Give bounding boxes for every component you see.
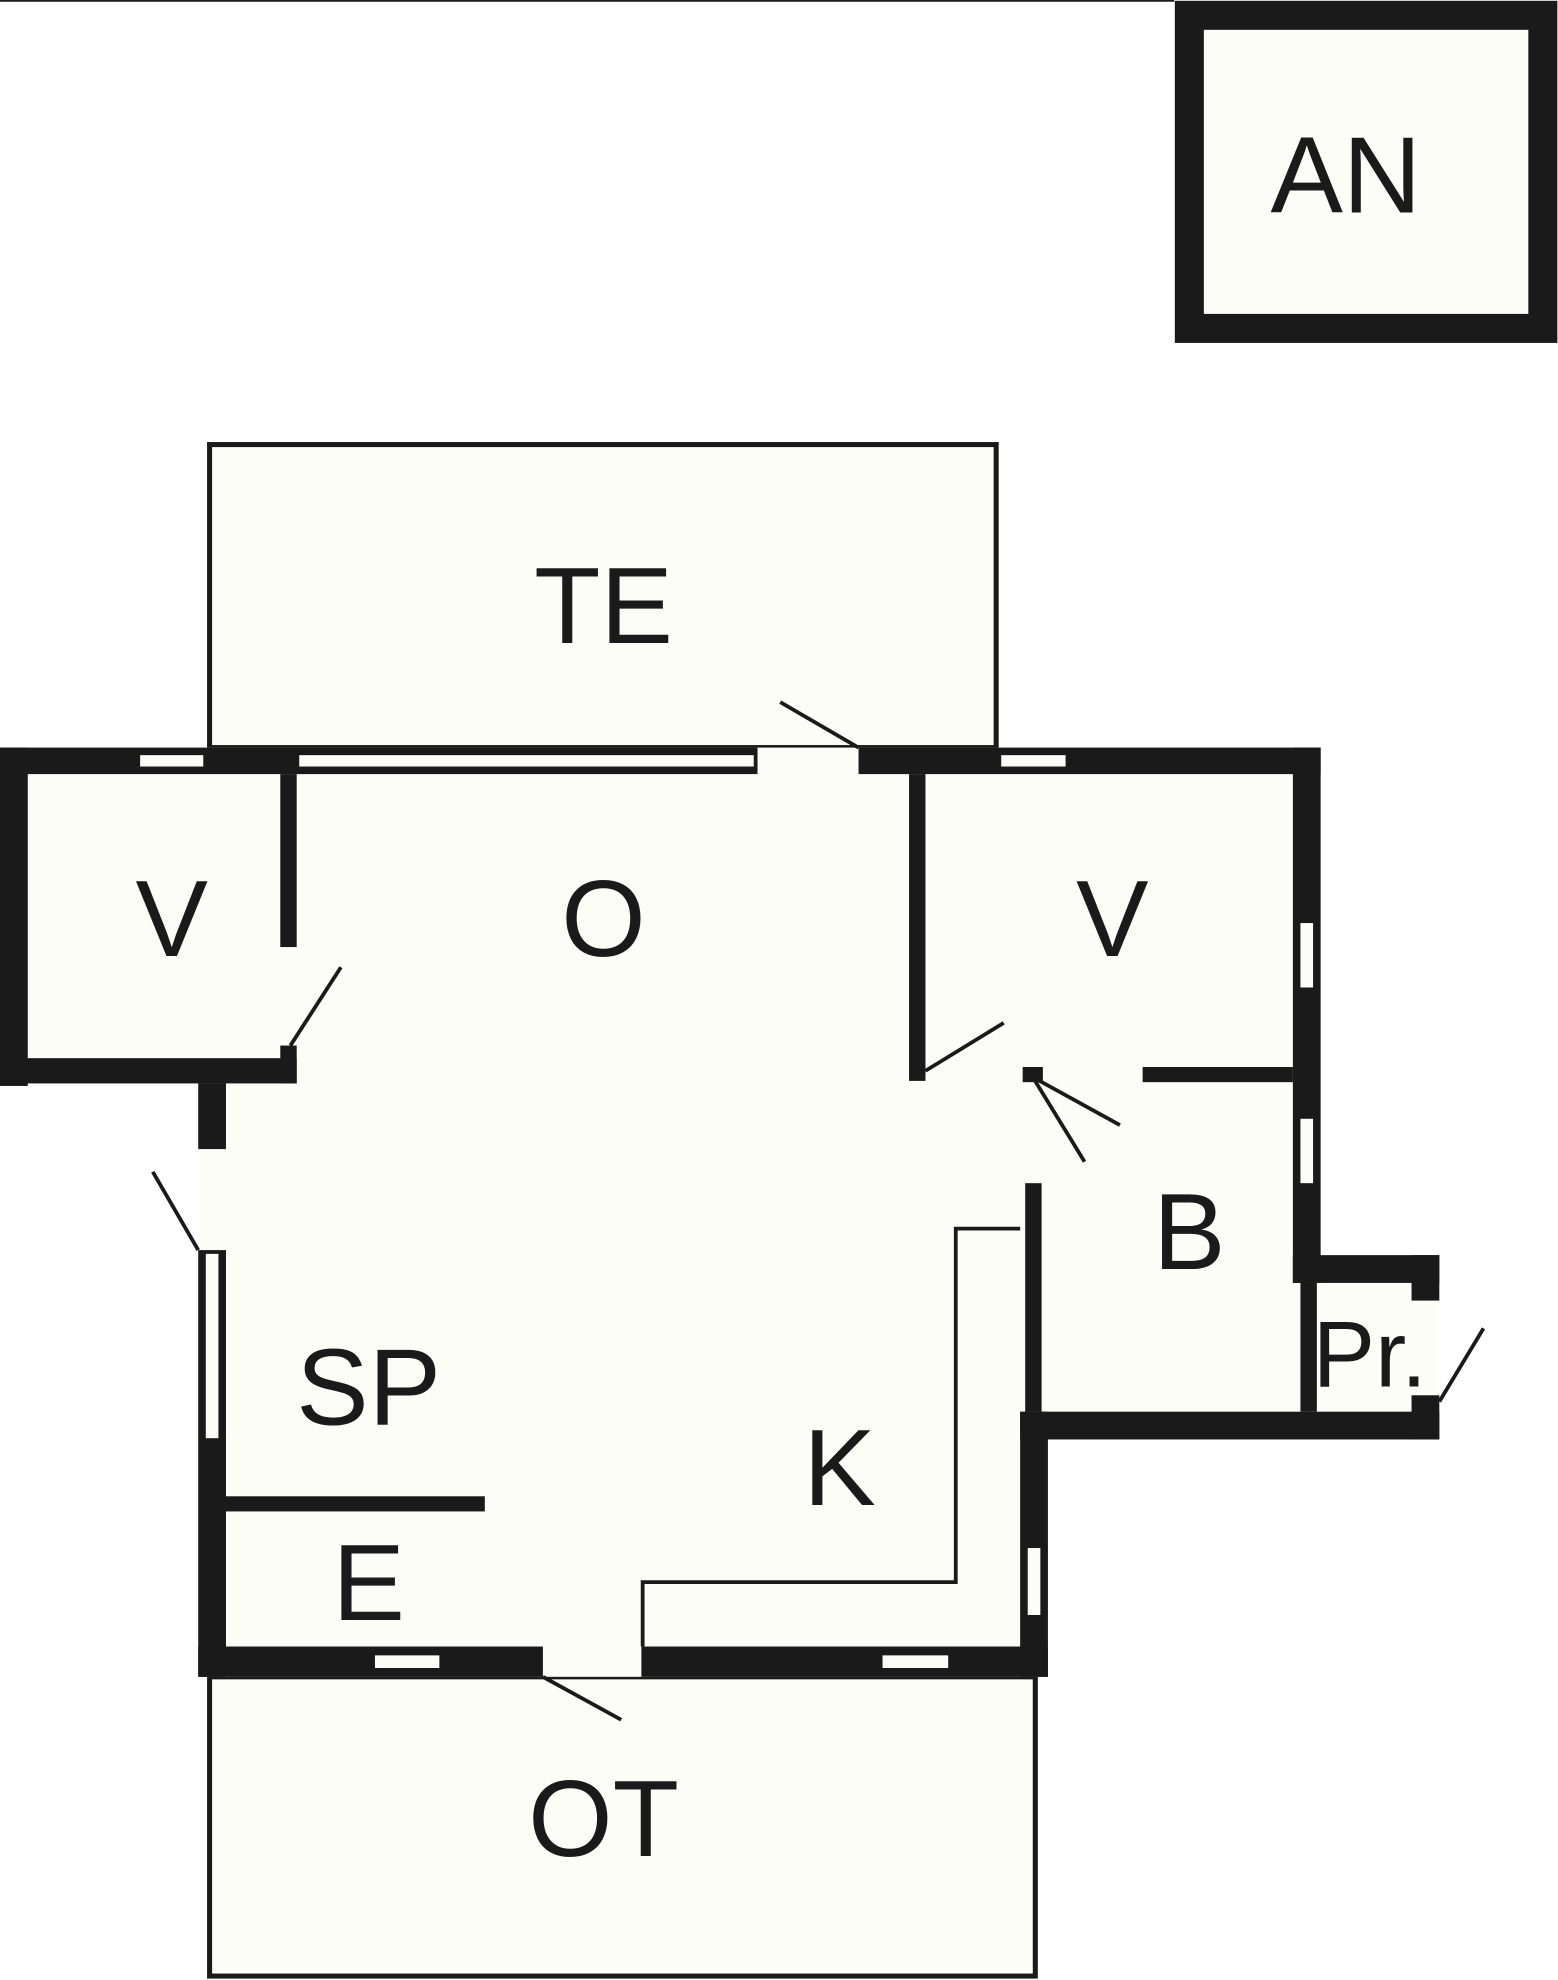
label-an: AN [1270, 115, 1421, 236]
door-swings [151, 700, 1486, 1722]
windows [137, 752, 1316, 1671]
label-o: O [561, 859, 645, 980]
walls [0, 747, 1440, 1677]
kitchen-counter [640, 1226, 1021, 1647]
label-pr: Pr. [1313, 1301, 1427, 1406]
label-te: TE [534, 546, 673, 667]
label-v-left: V [135, 859, 207, 980]
label-sp: SP [296, 1327, 441, 1448]
room-an [1174, 0, 1558, 343]
label-v-right: V [1076, 859, 1148, 980]
label-e: E [332, 1523, 404, 1644]
floor-area [0, 747, 1440, 1677]
label-ot: OT [528, 1759, 679, 1880]
room-te [207, 442, 999, 751]
label-k: K [803, 1408, 875, 1529]
label-b: B [1153, 1172, 1225, 1293]
